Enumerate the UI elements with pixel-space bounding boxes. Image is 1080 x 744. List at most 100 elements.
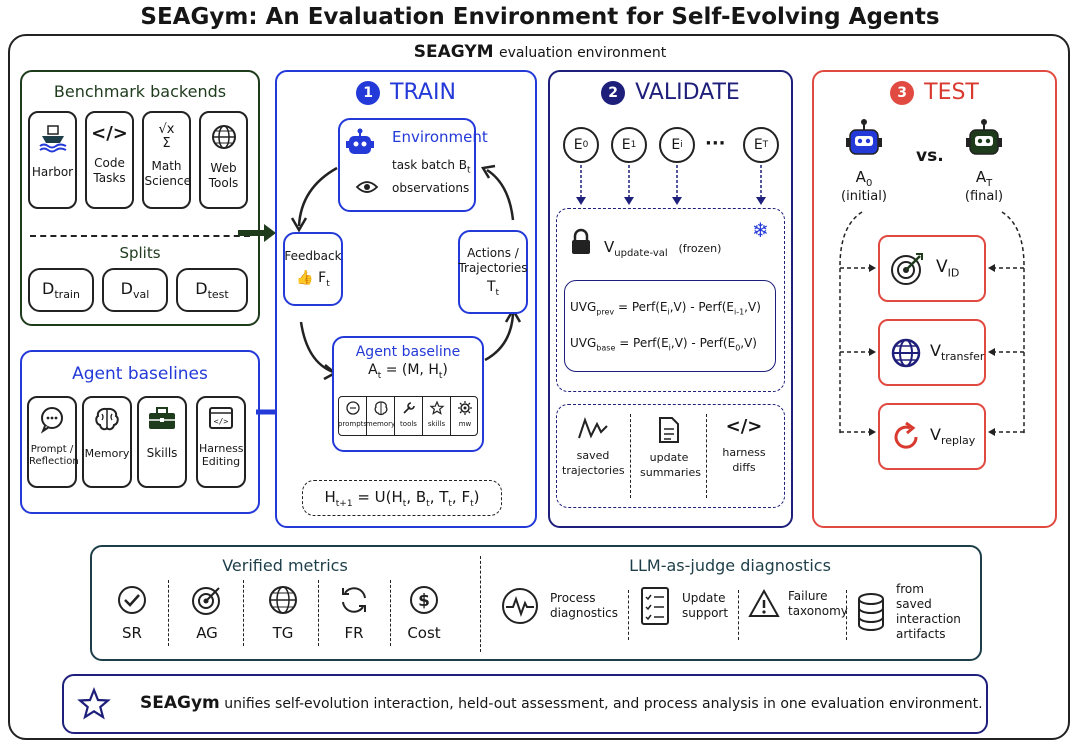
actions-box: Actions / Trajectories Tt: [458, 230, 528, 314]
train-title: TRAIN: [390, 80, 456, 105]
test-set-id: VID: [878, 235, 986, 302]
agent-formula: At = (M, Ht): [332, 362, 484, 381]
train-cycle-arrows: [290, 164, 522, 381]
svg-text:</>: </>: [214, 417, 229, 426]
update-end: ): [473, 487, 480, 506]
component-label: prompts: [337, 420, 368, 428]
uvg-prev-b: i-1: [733, 307, 745, 317]
uvg-base-lhs: UVG: [570, 336, 597, 350]
agents-title: Agent baselines: [72, 364, 208, 384]
actions-label: Actions /: [467, 246, 519, 261]
agents-panel: [20, 350, 260, 514]
judge-process: Process diagnostics: [500, 586, 619, 626]
environment-label-main: SEAGYM: [413, 42, 494, 62]
ship-icon: [38, 125, 66, 153]
uvg-prev-formula: UVGprev = Perf(Ei,V) - Perf(Ei-1,V): [570, 300, 761, 316]
benchmark-label: Web Tools: [208, 161, 239, 190]
metric-divider: [318, 580, 319, 646]
metric-label: SR: [122, 624, 142, 642]
split-symbol: D: [42, 278, 55, 298]
update-rhs: = U(H: [352, 487, 403, 506]
final-agent-label: AT (final): [950, 168, 1018, 204]
final-agent-robot-icon: [966, 119, 1002, 155]
test-set-symbol: V: [930, 425, 941, 445]
agent-label: Memory: [84, 447, 130, 460]
checkpoint-arrows: [576, 165, 766, 205]
judge-artifacts: from saved interaction artifacts: [856, 582, 962, 642]
component-tools: tools: [395, 397, 423, 435]
page-title: SEAGym: An Evaluation Environment for Se…: [140, 4, 940, 30]
uvg-base-mid: ,V) - Perf(E: [670, 336, 736, 350]
judge-failure-taxonomy: Failure taxonomy: [748, 588, 848, 620]
split-symbol: D: [195, 278, 208, 298]
warning-icon: [748, 588, 780, 617]
judge-divider: [628, 590, 629, 640]
benchmark-title: Benchmark backends: [53, 82, 227, 101]
judge-diagnostics-title: LLM-as-judge diagnostics: [629, 556, 831, 575]
document-icon: [659, 417, 679, 443]
initial-agent-robot-icon: [846, 119, 882, 155]
validation-set-symbol: V: [604, 238, 615, 256]
code-window-icon: </>: [209, 407, 233, 429]
split-test: Dtest: [176, 268, 248, 312]
globe-icon: [891, 338, 921, 367]
metric-label: FR: [344, 624, 364, 642]
judge-label: Process diagnostics: [550, 591, 619, 620]
code-icon: </>: [91, 123, 128, 144]
final-agent-note: (final): [964, 189, 1004, 204]
agent-label: Harness Editing: [199, 442, 244, 468]
test-set-symbol: V: [930, 341, 941, 361]
update-sub3: t: [448, 498, 452, 509]
component-label: tools: [400, 420, 417, 428]
toolbox-icon: [149, 407, 175, 429]
artifact-label: update summaries: [640, 451, 701, 479]
verified-metrics-title: Verified metrics: [222, 556, 348, 575]
trajectory-sub: t: [495, 287, 500, 298]
artifact-summaries: update summaries: [634, 416, 704, 480]
globe-icon: [211, 125, 236, 149]
star-icon: [428, 400, 445, 415]
judge-divider: [846, 590, 847, 640]
validation-set-note: (frozen): [678, 242, 722, 255]
metric-label: AG: [196, 624, 218, 642]
update-sub4: t: [470, 498, 474, 509]
test-set-replay: Vreplay: [878, 403, 986, 470]
chat-icon: [40, 407, 63, 434]
test-connectors: [839, 211, 1025, 436]
validation-set-label: Vupdate-val (frozen): [604, 238, 721, 259]
update-formula-box: Ht+1 = U(Ht, Bt, Tt, Ft): [302, 480, 502, 516]
test-set-sub: replay: [940, 434, 976, 448]
gear-icon: [458, 401, 472, 415]
feedback-box: Feedback 👍 Ft: [283, 232, 343, 306]
final-agent-sub: T: [986, 178, 993, 189]
environment-label-suffix: evaluation environment: [498, 45, 667, 61]
checkpoint-symbol: E: [753, 137, 763, 153]
agent-tile-memory: Memory: [82, 396, 132, 488]
split-subscript: train: [54, 288, 80, 302]
split-train: Dtrain: [28, 268, 94, 312]
component-prompts: prompts: [337, 397, 368, 435]
benchmark-to-train-arrow: [238, 224, 276, 242]
summary-body: unifies self-evolution interaction, held…: [219, 696, 983, 712]
environment-label: SEAGYM evaluation environment: [0, 42, 1080, 62]
task-batch-sub: t: [467, 165, 471, 176]
update-t: , T: [429, 487, 449, 506]
train-header: 1 TRAIN: [275, 80, 537, 105]
agent-tile-prompt: Prompt / Reflection: [27, 396, 79, 488]
update-b: , B: [406, 487, 427, 506]
agent-formula-rhs: = (M, H: [381, 362, 439, 378]
test-number-badge: 3: [890, 80, 915, 105]
benchmark-label: Math Science: [144, 159, 192, 188]
replay-icon: [894, 421, 918, 449]
benchmark-label: Code Tasks: [93, 156, 126, 185]
split-val: Dval: [102, 268, 168, 312]
globe-icon: [269, 586, 297, 614]
metric-divider: [390, 580, 391, 646]
metric-sr: SR: [105, 584, 159, 642]
agent-tile-harness: </> Harness Editing: [196, 396, 246, 488]
trajectory-icon: [578, 417, 608, 439]
target-icon: [192, 587, 220, 615]
